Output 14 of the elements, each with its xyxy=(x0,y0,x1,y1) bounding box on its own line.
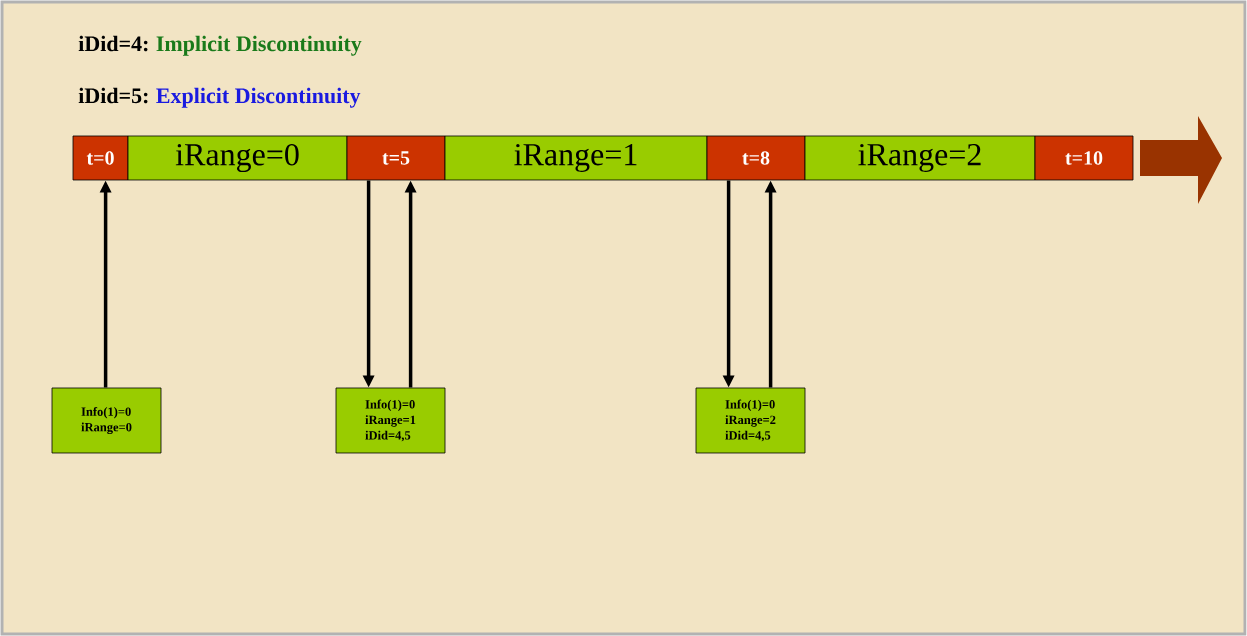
heading-text: iDid=5: xyxy=(78,87,148,104)
range-segment: iRange=1 xyxy=(444,135,708,181)
time-segment: t=0 xyxy=(72,135,129,181)
range-segment: iRange=2 xyxy=(804,135,1036,181)
info-box: Info(1)=0 iRange=0 xyxy=(51,387,162,454)
heading-text: Explicit Discontinuity xyxy=(156,87,361,108)
heading-text: iDid=4: xyxy=(78,35,148,52)
time-segment: t=8 xyxy=(706,135,806,181)
info-box: Info(1)=0 iRange=1 iDid=4,5 xyxy=(335,387,446,454)
info-box: Info(1)=0 iRange=2 iDid=4,5 xyxy=(695,387,806,454)
range-segment: iRange=0 xyxy=(127,135,348,181)
time-segment: t=5 xyxy=(346,135,446,181)
time-segment: t=10 xyxy=(1034,135,1134,181)
heading-text: Implicit Discontinuity xyxy=(156,35,362,56)
